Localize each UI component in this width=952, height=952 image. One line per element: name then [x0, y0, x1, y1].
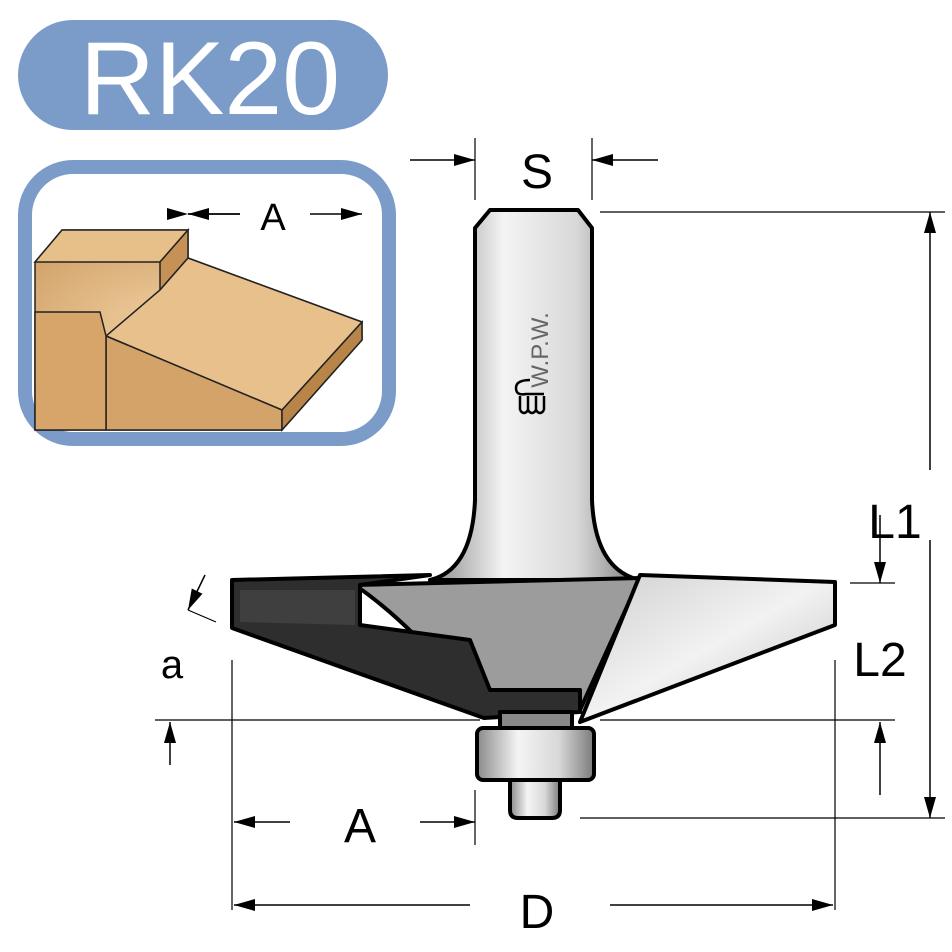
wpw-logo-icon — [514, 378, 546, 415]
extension-lines — [155, 138, 945, 910]
dim-d-label: D — [520, 886, 555, 939]
title-badge: RK20 — [18, 20, 388, 137]
carbide-tip-right — [578, 573, 837, 724]
product-code: RK20 — [80, 21, 340, 137]
dim-a-small-label: a — [161, 643, 184, 687]
dim-l2-label: L2 — [853, 634, 906, 687]
dimension-arrows — [164, 154, 936, 911]
dim-l1-label: L1 — [868, 496, 921, 549]
wood-profile-image — [33, 228, 364, 432]
inset-dim-a-label: A — [260, 197, 286, 239]
dim-a-label: A — [344, 800, 376, 853]
bearing — [475, 726, 596, 782]
brand-text: W.P.W. — [527, 312, 554, 388]
bearing-screw — [508, 778, 562, 820]
dim-s-label: S — [521, 146, 553, 199]
profile-inset: A — [18, 160, 396, 446]
